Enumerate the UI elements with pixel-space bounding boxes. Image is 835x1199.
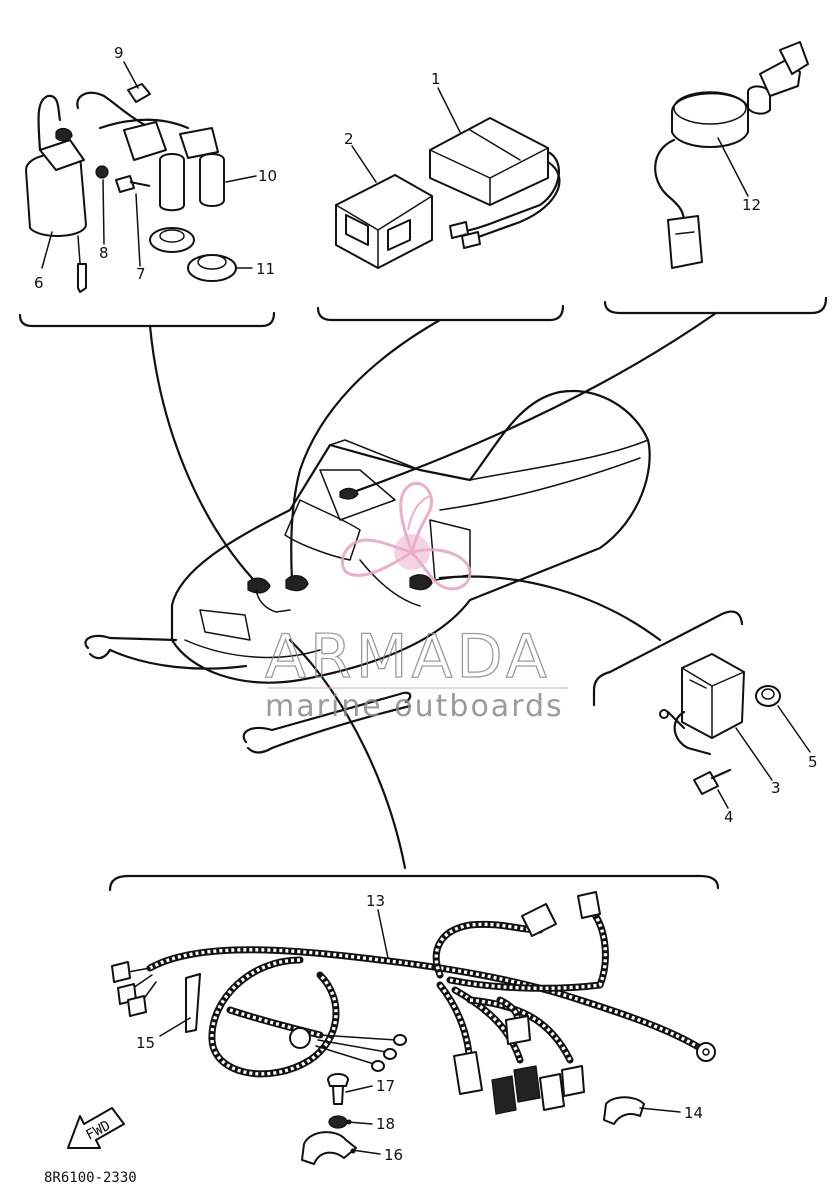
callout-14: 14	[684, 1104, 703, 1122]
wiring-harness-13	[111, 891, 716, 1115]
group-bracket-harness	[108, 874, 720, 892]
watermark-logo	[340, 481, 472, 591]
cdi-unit-1	[429, 117, 561, 249]
cable-tie-15	[185, 973, 201, 1033]
callout-13: 13	[366, 892, 385, 910]
bolt-7	[115, 175, 151, 193]
group-bracket-regulator	[592, 610, 744, 707]
fwd-direction-arrow: FWD	[67, 1107, 125, 1149]
clamp-14	[603, 1096, 645, 1125]
grommet-11	[187, 254, 237, 282]
cdi-unit-2	[335, 174, 433, 269]
nut-5	[755, 685, 781, 707]
bolt-17	[327, 1073, 349, 1105]
clamp-16	[301, 1131, 357, 1165]
snowmobile-outline	[170, 389, 651, 684]
leader-harness	[288, 638, 407, 870]
callout-7: 7	[136, 265, 146, 283]
callout-5: 5	[808, 753, 818, 771]
callout-10: 10	[258, 167, 277, 185]
drawing-code: 8R6100-2330	[44, 1170, 137, 1186]
snowmobile-ski-front	[84, 634, 248, 670]
watermark: ARMADA marine outboards	[264, 481, 568, 724]
group-bracket-main-switch	[603, 296, 828, 315]
group-bracket-ignition-coil	[18, 311, 276, 328]
callout-9: 9	[114, 44, 124, 62]
callout-18: 18	[376, 1115, 395, 1133]
group-bracket-cdi	[316, 304, 565, 322]
callout-17: 17	[376, 1077, 395, 1095]
callout-leaders	[41, 61, 811, 1155]
leader-ignition-coil	[148, 324, 254, 580]
ignition-coil	[25, 94, 87, 293]
washer-8	[95, 165, 109, 179]
rectifier-regulator-3	[659, 653, 745, 756]
callout-11: 11	[256, 260, 275, 278]
snowmobile-ski-rear	[242, 691, 412, 754]
callout-3: 3	[771, 779, 781, 797]
clip-9	[127, 83, 151, 103]
key-12	[759, 41, 809, 97]
callout-8: 8	[99, 244, 109, 262]
callout-2: 2	[344, 130, 354, 148]
callout-4: 4	[724, 808, 734, 826]
main-switch-12	[654, 85, 771, 269]
spark-plug-cap-right	[98, 118, 225, 207]
grommet-cover	[149, 227, 195, 253]
callout-6: 6	[34, 274, 44, 292]
leader-cdi	[290, 318, 442, 582]
callout-16: 16	[384, 1146, 403, 1164]
callout-15: 15	[136, 1034, 155, 1052]
bolt-4	[693, 768, 732, 795]
callout-1: 1	[431, 70, 441, 88]
callout-12: 12	[742, 196, 761, 214]
spark-plug-cap-left	[76, 91, 185, 212]
leader-main-switch	[343, 311, 718, 497]
watermark-title: ARMADA	[265, 622, 551, 692]
watermark-subtitle: marine outboards	[265, 689, 564, 724]
washer-18	[328, 1115, 348, 1129]
